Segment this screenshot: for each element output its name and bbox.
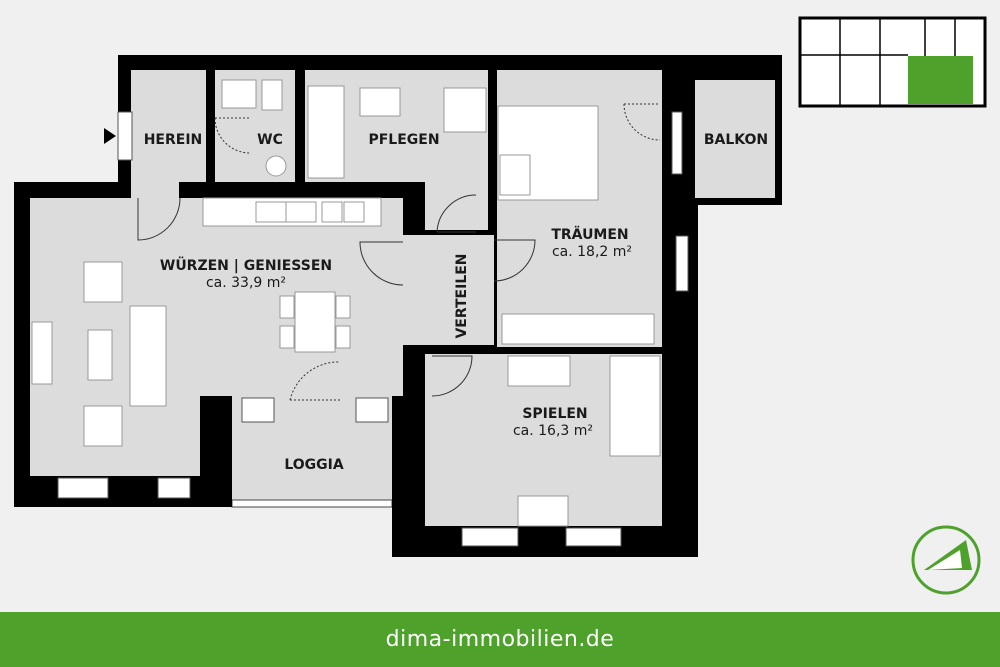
room-label-pflegen: PFLEGEN [368, 132, 439, 148]
dining-table [294, 291, 336, 353]
key-plan-thumbnail [798, 16, 987, 108]
armchair [83, 405, 123, 447]
desk [517, 495, 569, 527]
wc-basin [221, 79, 257, 109]
furniture [31, 79, 661, 527]
kids-bed [609, 355, 661, 457]
dima-logo-icon [911, 525, 981, 595]
footer-website-link[interactable]: dima-immobilien.de [385, 627, 615, 652]
floor-verteilen [402, 235, 494, 345]
room-area-traeumen: ca. 18,2 m² [552, 244, 632, 260]
shower [443, 87, 487, 133]
room-label-verteilen: VERTEILEN [454, 253, 470, 338]
floor-plan: HEREIN WC PFLEGEN BALKON TRÄUMEN ca. 18,… [14, 16, 987, 595]
room-label-traeumen: TRÄUMEN [551, 226, 628, 243]
entrance-arrow-icon [104, 128, 116, 144]
room-area-spielen: ca. 16,3 m² [513, 423, 593, 439]
doors [137, 103, 661, 401]
room-label-balkon: BALKON [704, 132, 768, 148]
sofa [129, 305, 167, 407]
room-label-loggia: LOGGIA [284, 457, 344, 473]
floor-loggia [232, 424, 392, 500]
shelf [507, 355, 571, 387]
floor-balkon [695, 80, 775, 198]
coffee-table [87, 329, 113, 381]
room-label-wc: WC [257, 132, 283, 148]
washbasin [359, 87, 401, 117]
room-label-wuerzen: WÜRZEN | GENIESSEN [160, 256, 332, 274]
room-label-spielen: SPIELEN [522, 406, 587, 422]
wardrobe [501, 313, 655, 345]
floor-herein [131, 70, 206, 182]
toilet [265, 155, 287, 177]
room-label-herein: HEREIN [144, 132, 203, 148]
windows [57, 111, 689, 547]
room-area-wuerzen: ca. 33,9 m² [206, 275, 286, 291]
bathtub [307, 85, 345, 179]
footer-bar: dima-immobilien.de [0, 612, 1000, 667]
sideboard [31, 321, 53, 385]
armchair [83, 261, 123, 303]
